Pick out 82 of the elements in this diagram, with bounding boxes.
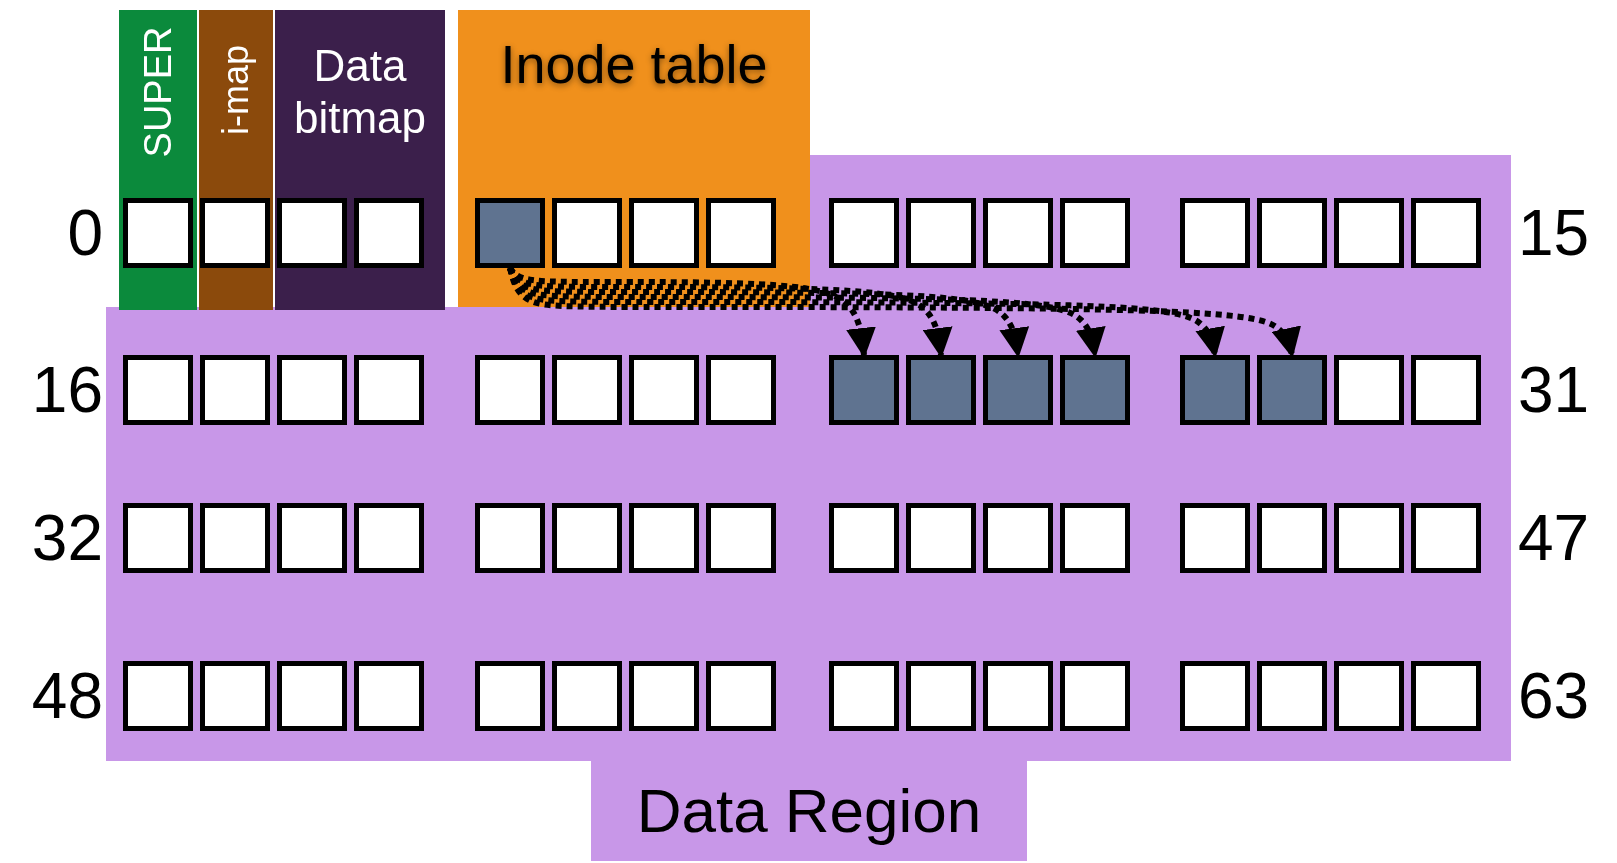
region-title: Inode table: [499, 33, 769, 96]
block: [123, 661, 193, 731]
block: [906, 503, 976, 573]
region-title: i-map: [215, 45, 257, 135]
block: [200, 198, 270, 268]
block: [475, 503, 545, 573]
block: [277, 661, 347, 731]
used-block: [475, 198, 545, 268]
used-block: [983, 355, 1053, 425]
block: [1257, 503, 1327, 573]
block: [1334, 503, 1404, 573]
block: [1411, 198, 1481, 268]
block: [552, 503, 622, 573]
block: [983, 661, 1053, 731]
block: [475, 355, 545, 425]
block: [629, 198, 699, 268]
block: [200, 503, 270, 573]
block: [1060, 503, 1130, 573]
used-block: [1060, 355, 1130, 425]
block: [552, 661, 622, 731]
block: [277, 503, 347, 573]
block: [354, 198, 424, 268]
block-number: 32: [31, 506, 103, 570]
region-band: [119, 10, 197, 310]
block: [1180, 198, 1250, 268]
block: [354, 661, 424, 731]
region-band: [275, 10, 445, 310]
block-number: 16: [31, 358, 103, 422]
block-number: 31: [1518, 358, 1590, 422]
block: [1334, 661, 1404, 731]
block: [983, 503, 1053, 573]
block: [706, 661, 776, 731]
block: [123, 503, 193, 573]
region-band: [458, 10, 810, 307]
block: [354, 355, 424, 425]
block: [706, 355, 776, 425]
block: [983, 198, 1053, 268]
block: [1060, 661, 1130, 731]
used-block: [1180, 355, 1250, 425]
block: [1180, 503, 1250, 573]
block: [1411, 355, 1481, 425]
block: [123, 355, 193, 425]
used-block: [906, 355, 976, 425]
region-title: Data Region: [635, 775, 983, 847]
block: [354, 503, 424, 573]
block: [277, 355, 347, 425]
used-block: [829, 355, 899, 425]
block: [906, 661, 976, 731]
block: [906, 198, 976, 268]
data-region-area: [106, 155, 1511, 861]
block-number: 47: [1518, 506, 1590, 570]
block: [1334, 198, 1404, 268]
block: [1411, 661, 1481, 731]
block: [1060, 198, 1130, 268]
block: [123, 198, 193, 268]
region-title: SUPER: [136, 26, 180, 158]
block: [1257, 198, 1327, 268]
block-number: 0: [67, 201, 103, 265]
block: [552, 198, 622, 268]
block: [277, 198, 347, 268]
block: [475, 661, 545, 731]
block-number: 15: [1518, 201, 1590, 265]
block: [1334, 355, 1404, 425]
block: [829, 661, 899, 731]
block: [829, 198, 899, 268]
block: [629, 503, 699, 573]
region-title: Data bitmap: [292, 40, 428, 144]
block: [1180, 661, 1250, 731]
region-band: [199, 10, 273, 310]
block-number: 63: [1518, 664, 1590, 728]
block: [1257, 661, 1327, 731]
used-block: [1257, 355, 1327, 425]
block: [552, 355, 622, 425]
block: [629, 355, 699, 425]
block: [706, 503, 776, 573]
block: [200, 661, 270, 731]
block: [200, 355, 270, 425]
block: [706, 198, 776, 268]
block: [629, 661, 699, 731]
block: [1411, 503, 1481, 573]
block: [829, 503, 899, 573]
block-number: 48: [31, 664, 103, 728]
